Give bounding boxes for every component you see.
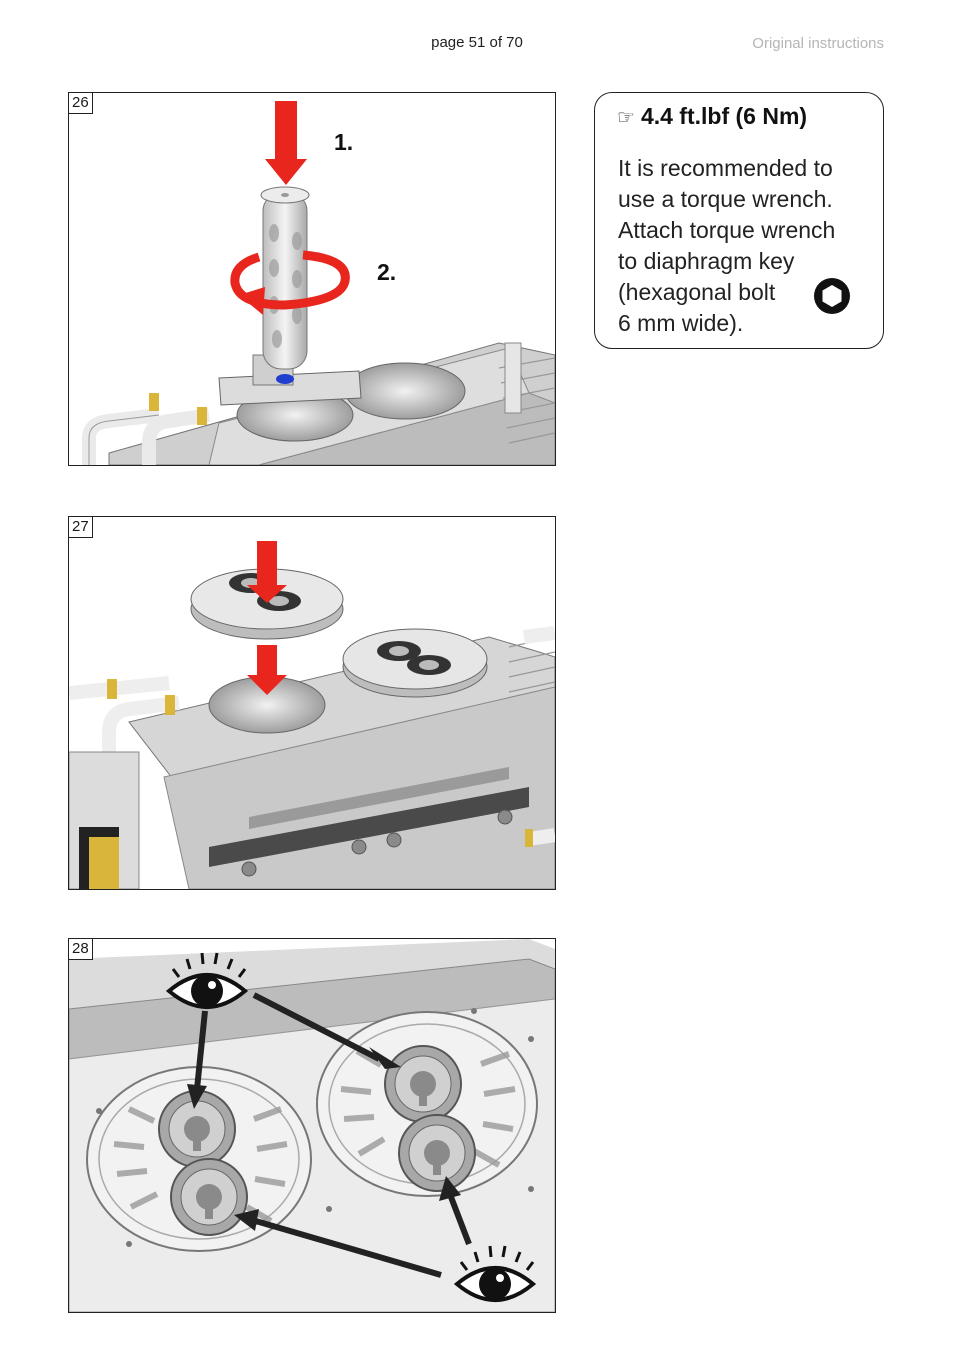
figure-27: 27 [68, 516, 556, 890]
document-type-label: Original instructions [752, 35, 884, 52]
page-number: page 51 of 70 [431, 34, 523, 51]
note-box: ☞4.4 ft.lbf (6 Nm) It is recommended to … [594, 92, 884, 349]
figure-26: 26 [68, 92, 556, 466]
eye-icon [165, 952, 249, 1009]
note-line: 6 mm wide). [618, 310, 744, 336]
figure-27-illustration [69, 541, 555, 889]
hexagon-bolt-icon [814, 278, 850, 314]
note-line: Attach torque wrench [618, 217, 836, 243]
figure-number: 28 [69, 939, 93, 960]
step-2-label: 2. [377, 259, 397, 285]
figure-number: 26 [69, 93, 93, 114]
torque-value: 4.4 ft.lbf (6 Nm) [640, 103, 808, 129]
step-1-label: 1. [334, 129, 354, 155]
figure-28: 28 [68, 938, 556, 1313]
eye-icon [453, 1245, 537, 1302]
figure-number: 27 [69, 517, 93, 538]
note-body: It is recommended to use a torque wrench… [618, 153, 880, 339]
note-line: use a torque wrench. [618, 186, 833, 212]
figure-26-illustration [82, 101, 555, 465]
figure-28-illustration [69, 939, 555, 1312]
note-line: (hexagonal bolt [618, 279, 776, 305]
note-title: ☞4.4 ft.lbf (6 Nm) [617, 103, 807, 130]
note-line: to diaphragm key [618, 248, 795, 274]
note-line: It is recommended to [618, 155, 833, 181]
pointing-hand-icon: ☞ [617, 107, 635, 129]
